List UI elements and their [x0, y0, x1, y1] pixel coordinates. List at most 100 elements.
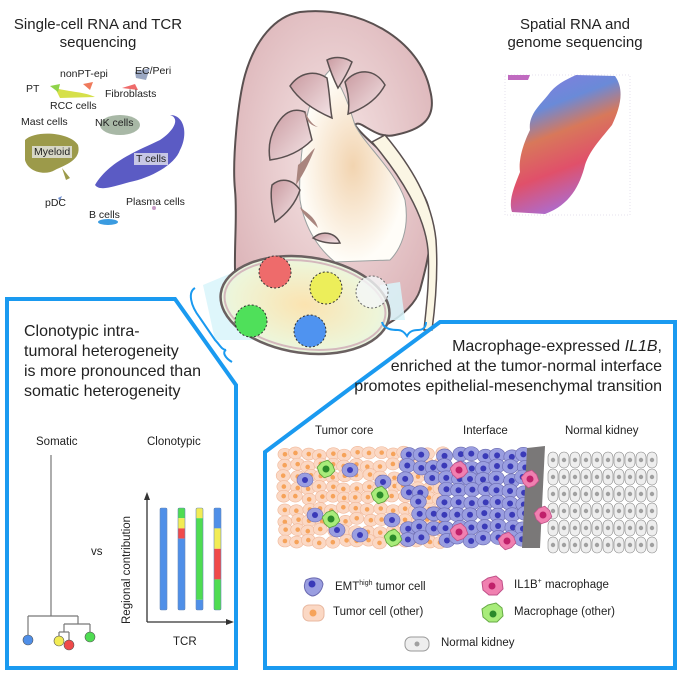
emt-nucleus [480, 465, 487, 472]
emt-nucleus [480, 476, 487, 483]
il1b-nucleus [503, 537, 511, 545]
emt-nucleus [494, 512, 501, 519]
tumor-nucleus [281, 484, 287, 489]
tumor-nucleus [368, 517, 374, 523]
bar-segment-tcr2-green [178, 508, 185, 519]
tumor-nucleus [282, 451, 288, 457]
legend-emt: EMThigh tumor cell [335, 580, 426, 593]
normal-nucleus [583, 542, 589, 548]
normal-nucleus [638, 525, 644, 531]
tumor-nucleus [377, 540, 382, 546]
normal-nucleus [638, 491, 644, 497]
normal-nucleus [649, 457, 655, 463]
region-red [258, 255, 292, 289]
heading-line: tumoral heterogeneity [24, 343, 179, 360]
region-white [355, 275, 389, 309]
tumor-nucleus [365, 464, 370, 470]
cluster-label-mast: Mast cells [21, 116, 68, 128]
normal-nucleus [594, 474, 600, 480]
cluster-bcells [98, 219, 118, 225]
tumor-nucleus [392, 483, 397, 489]
emt-nucleus [389, 517, 395, 523]
normal-nucleus [649, 508, 655, 514]
gene-name: IL1B [624, 338, 658, 355]
il1b-nucleus [526, 475, 534, 483]
normal-nucleus [572, 457, 578, 463]
emt-nucleus [481, 523, 488, 530]
tree-leaf-red [63, 639, 75, 651]
tumor-nucleus [364, 507, 370, 512]
tumor-nucleus [306, 497, 312, 502]
normal-nucleus [627, 525, 633, 531]
tumor-nucleus [331, 484, 336, 490]
cluster-rcc [55, 88, 95, 98]
normal-nucleus [583, 491, 589, 497]
x-axis-label: TCR [173, 636, 197, 648]
normal-nucleus [616, 474, 622, 480]
emt-nucleus [417, 489, 424, 496]
emt-nucleus [507, 487, 514, 494]
emt-nucleus [443, 537, 450, 544]
normal-nucleus [561, 508, 567, 514]
tumor-nucleus [426, 495, 432, 500]
normal-nucleus [638, 542, 644, 548]
normal-nucleus [550, 474, 556, 480]
cluster-pt [50, 84, 60, 92]
tree-leaf-yellow [53, 635, 65, 647]
heading-post: , [657, 338, 662, 355]
emt-nucleus [442, 525, 449, 532]
normal-nucleus [605, 508, 611, 514]
cluster-fibro [122, 84, 138, 90]
normal-nucleus [550, 491, 556, 497]
bar-segment-tcr3-green [196, 518, 203, 600]
cluster-nonpt [83, 82, 93, 90]
emt-nucleus [443, 486, 450, 493]
tumor-nucleus [294, 508, 299, 514]
normal-nucleus [594, 457, 600, 463]
emt-nucleus [507, 463, 514, 470]
tumor-nucleus [316, 484, 322, 489]
il1b-nucleus [539, 511, 547, 519]
bar-segment-tcr4-green [214, 579, 221, 610]
emt-nucleus [429, 474, 436, 481]
emt-nucleus [467, 511, 474, 518]
spatial-title-line2: genome sequencing [507, 34, 643, 51]
cluster-label-fibroblasts: Fibroblasts [105, 88, 157, 100]
legend-emt-post: tumor cell [372, 580, 426, 593]
emt-nucleus [404, 536, 411, 543]
tumor-nucleus [295, 461, 300, 467]
clonotypic-axes [146, 496, 230, 623]
emt-nucleus [302, 477, 308, 483]
tumor-nucleus [330, 493, 336, 499]
cluster-label-nk: NK cells [95, 117, 134, 129]
emt-nucleus [482, 486, 489, 493]
spatial-title-line1: Spatial RNA and [519, 16, 631, 33]
normal-nucleus [550, 525, 556, 531]
normal-nucleus [638, 474, 644, 480]
cluster-label-pt: PT [26, 83, 40, 95]
emt-nucleus [469, 486, 476, 493]
tumor-nucleus [353, 505, 359, 511]
tumor-nucleus [317, 526, 323, 532]
tumor-nucleus [305, 486, 311, 492]
normal-nucleus [605, 474, 611, 480]
normal-nucleus [649, 525, 655, 531]
tumor-nucleus [392, 475, 397, 481]
emt-nucleus [468, 465, 475, 472]
cluster-nk [100, 115, 140, 135]
tumor-nucleus [282, 538, 288, 544]
tumor-nucleus [281, 493, 286, 499]
tumor-nucleus [366, 537, 371, 543]
tumor-nucleus [427, 539, 433, 545]
normal-nucleus [572, 525, 578, 531]
emt-nucleus [480, 534, 487, 541]
tumor-nucleus [365, 494, 371, 500]
macrophage-nucleus [389, 534, 397, 542]
tumor-nucleus [341, 452, 347, 458]
tumor-nucleus [282, 462, 287, 468]
legend-emt-pre: EMT [335, 580, 360, 593]
normal-nucleus [572, 542, 578, 548]
tree-leaf-green [84, 631, 96, 643]
bar-segment-tcr1-blue [160, 508, 167, 610]
